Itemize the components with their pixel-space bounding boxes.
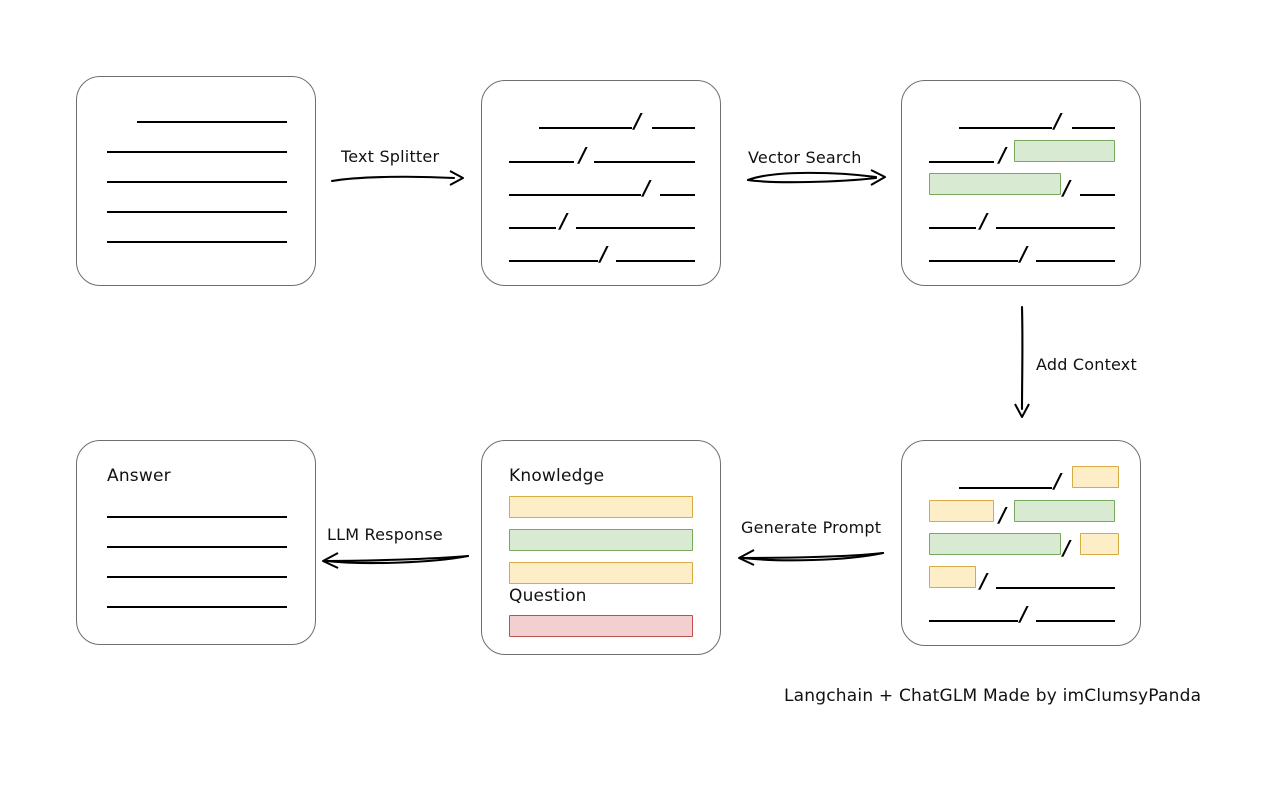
chunk-segment-right-highlight: [1080, 533, 1119, 555]
chunk-slash: /: [600, 242, 608, 266]
chunk-slash: /: [634, 109, 642, 133]
knowledge-bar: [509, 529, 693, 551]
chunk-segment-right-highlight: [1072, 466, 1119, 488]
edge-label-text-splitter: Text Splitter: [341, 147, 440, 166]
chunk-segment-left: [509, 260, 598, 263]
knowledge-bar: [509, 496, 693, 518]
node-prompt[interactable]: Knowledge Question: [481, 440, 721, 655]
arrow-text-splitter: [330, 170, 464, 186]
answer-line: [107, 516, 287, 519]
chunk-slash: /: [643, 176, 651, 200]
chunk-segment-left: [929, 227, 976, 230]
chunk-segment-right: [660, 194, 695, 197]
chunk-slash: /: [1063, 176, 1071, 200]
diagram-caption: Langchain + ChatGLM Made by imClumsyPand…: [784, 686, 1202, 706]
node-vector-matched-chunks[interactable]: / / / / /: [901, 80, 1141, 286]
chunk-segment-right: [1036, 260, 1115, 263]
chunk-segment-right-highlight: [1014, 500, 1115, 522]
chunk-segment-right: [1036, 620, 1115, 623]
text-line: [107, 181, 287, 184]
node-context-augmented-chunks[interactable]: / / / / /: [901, 440, 1141, 646]
edge-label-vector-search: Vector Search: [748, 148, 862, 167]
knowledge-bar: [509, 562, 693, 584]
chunk-slash: /: [980, 209, 988, 233]
chunk-segment-right: [1072, 127, 1115, 130]
text-line: [107, 151, 287, 154]
chunk-slash: /: [999, 143, 1007, 167]
chunk-segment-left: [929, 161, 994, 164]
node-answer[interactable]: Answer: [76, 440, 316, 645]
chunk-segment-left: [929, 260, 1018, 263]
answer-line: [107, 576, 287, 579]
chunk-segment-right: [996, 227, 1115, 230]
arrow-add-context: [1014, 305, 1030, 418]
arrow-llm-response: [322, 552, 470, 569]
text-line: [107, 241, 287, 244]
chunk-segment-left: [929, 620, 1018, 623]
chunk-segment-left: [959, 127, 1052, 130]
text-line: [107, 211, 287, 214]
answer-line: [107, 546, 287, 549]
arrow-generate-prompt: [738, 549, 885, 566]
chunk-slash: /: [1020, 602, 1028, 626]
chunk-segment-right: [616, 260, 695, 263]
chunk-slash: /: [999, 503, 1007, 527]
chunk-segment-left-highlight: [929, 566, 976, 588]
question-label: Question: [509, 586, 587, 606]
chunk-segment-right: [1080, 194, 1115, 197]
chunk-slash: /: [560, 209, 568, 233]
text-line: [137, 121, 287, 124]
node-split-chunks[interactable]: / / / / /: [481, 80, 721, 286]
answer-line: [107, 606, 287, 609]
node-source-document[interactable]: [76, 76, 316, 286]
chunk-slash: /: [579, 143, 587, 167]
chunk-segment-left-highlight: [929, 533, 1061, 555]
chunk-slash: /: [980, 569, 988, 593]
chunk-segment-right: [996, 587, 1115, 590]
chunk-slash: /: [1054, 469, 1062, 493]
chunk-segment-left: [539, 127, 632, 130]
chunk-segment-left: [509, 161, 574, 164]
chunk-segment-left: [959, 487, 1052, 490]
edge-label-add-context: Add Context: [1036, 355, 1137, 374]
chunk-segment-right: [652, 127, 695, 130]
arrow-vector-search: [746, 169, 886, 186]
chunk-segment-right: [576, 227, 695, 230]
answer-label: Answer: [107, 466, 171, 486]
chunk-slash: /: [1054, 109, 1062, 133]
edge-label-generate-prompt: Generate Prompt: [741, 518, 882, 537]
chunk-segment-left: [509, 227, 556, 230]
chunk-segment-right: [594, 161, 695, 164]
question-bar: [509, 615, 693, 637]
chunk-slash: /: [1020, 242, 1028, 266]
edge-label-llm-response: LLM Response: [327, 525, 443, 544]
knowledge-label: Knowledge: [509, 466, 605, 486]
chunk-segment-left-highlight: [929, 173, 1061, 195]
chunk-segment-right-highlight: [1014, 140, 1115, 162]
chunk-segment-left-highlight: [929, 500, 994, 522]
chunk-slash: /: [1063, 536, 1071, 560]
chunk-segment-left: [509, 194, 641, 197]
